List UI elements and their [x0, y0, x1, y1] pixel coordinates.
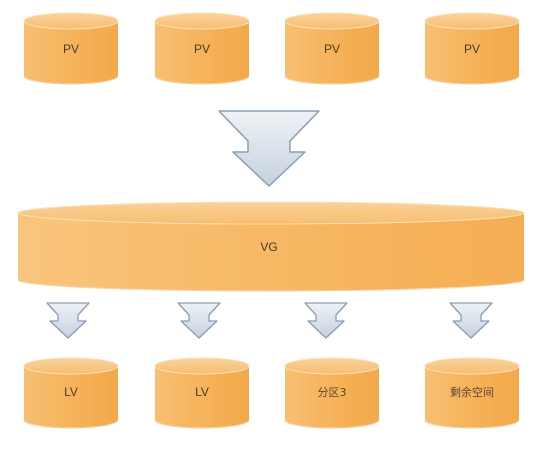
pv-label: PV [464, 42, 480, 56]
pv-label: PV [63, 42, 79, 56]
partition-label: 分区3 [318, 386, 347, 399]
physical-volume-cylinder: PV [424, 12, 520, 85]
pv-label: PV [194, 42, 210, 56]
logical-volume-cylinder: 剩余空间 [424, 357, 520, 429]
vg-label: VG [260, 240, 277, 254]
physical-volume-cylinder: PV [23, 12, 119, 85]
physical-volume-row: PV PV PV PV [23, 12, 520, 85]
physical-volume-cylinder: PV [154, 12, 250, 85]
volume-group-cylinder: VG [17, 201, 525, 292]
small-down-arrow-icon [304, 302, 348, 339]
small-down-arrow-icon [46, 302, 90, 339]
small-down-arrow-icon [449, 302, 493, 339]
free-space-label: 剩余空间 [450, 385, 494, 399]
logical-volume-cylinder: 分区3 [284, 357, 380, 429]
logical-volume-cylinder: LV [23, 357, 119, 429]
pv-label: PV [324, 42, 340, 56]
small-arrow-row [46, 302, 493, 339]
small-down-arrow-icon [177, 302, 221, 339]
lv-label: LV [195, 385, 209, 399]
lv-label: LV [64, 385, 78, 399]
logical-volume-row: LV LV 分区3 剩余空间 [23, 357, 520, 429]
physical-volume-cylinder: PV [284, 12, 380, 85]
logical-volume-cylinder: LV [154, 357, 250, 429]
big-down-arrow-icon [218, 110, 320, 187]
